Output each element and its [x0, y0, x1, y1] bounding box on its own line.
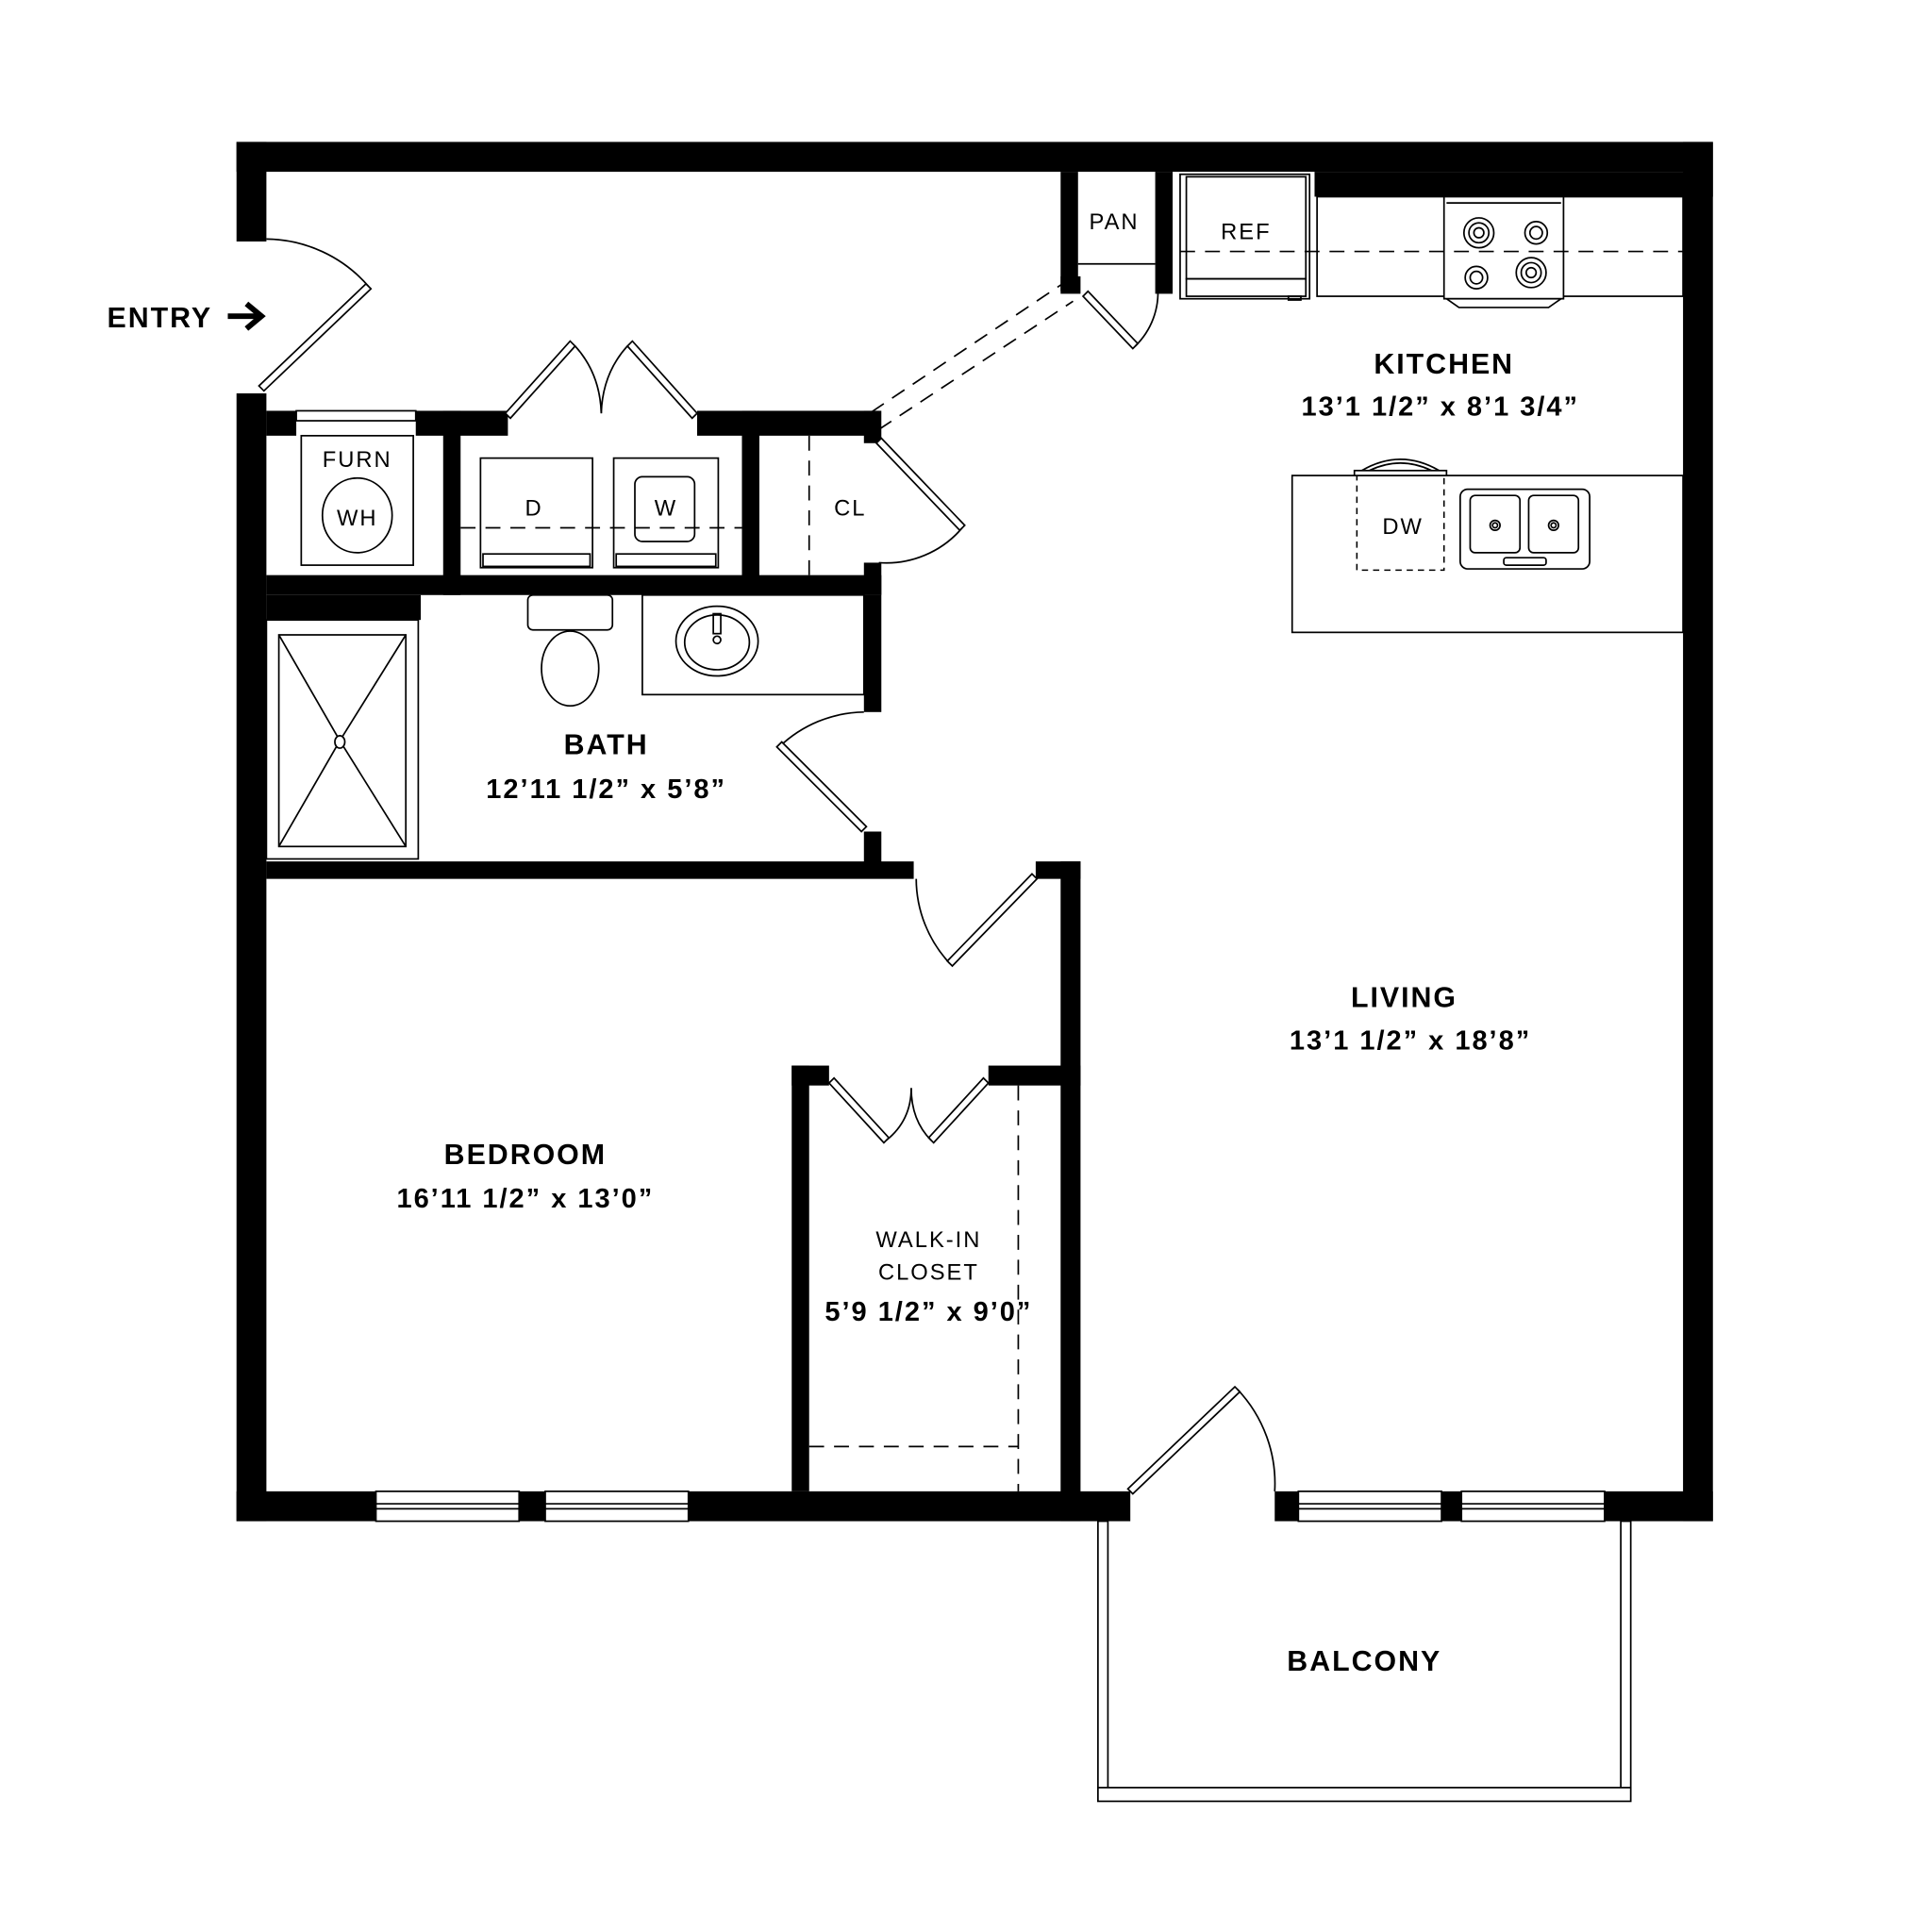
entry-label: ENTRY: [107, 303, 212, 334]
closet-door: [874, 437, 966, 564]
bedroom-name: BEDROOM: [444, 1140, 607, 1171]
refrigerator-label: REF: [1221, 219, 1271, 244]
window-bedroom-2: [544, 1491, 690, 1523]
bedroom-dims: 16’11 1/2” x 13’0”: [396, 1184, 654, 1214]
entry-arrow-icon: [227, 301, 266, 331]
kitchen-fixtures: [1179, 173, 1684, 634]
closet-label: CL: [834, 495, 866, 521]
utility-fixtures: [300, 434, 810, 575]
kitchen-sink: [1459, 488, 1591, 570]
toilet: [526, 593, 614, 708]
water-heater: [321, 476, 393, 554]
balcony-name: BALCONY: [1287, 1646, 1441, 1677]
washer: [612, 457, 720, 569]
walkin-name-line1: WALK-IN: [875, 1227, 981, 1253]
walkin-name-line2: CLOSET: [878, 1260, 979, 1286]
bath-fixtures: [265, 593, 865, 860]
furnace: [300, 434, 414, 566]
laundry-bifold-door: [504, 340, 699, 420]
window-bedroom-1: [375, 1491, 521, 1523]
bedroom-door: [915, 873, 1039, 968]
pantry-label: PAN: [1090, 209, 1140, 235]
shower: [265, 619, 420, 860]
entry-marker: ENTRY: [107, 301, 266, 334]
window-living-2: [1460, 1491, 1606, 1523]
pantry-door: [1081, 286, 1159, 350]
water-heater-label: WH: [337, 506, 378, 531]
refrigerator: [1179, 173, 1311, 301]
bath-dims: 12’11 1/2” x 5’8”: [486, 774, 726, 805]
furnace-label: FURN: [323, 447, 392, 473]
dryer-label: D: [525, 495, 543, 521]
balcony-door: [1126, 1385, 1276, 1495]
bath-name: BATH: [564, 730, 649, 761]
stove: [1442, 195, 1565, 308]
living-name: LIVING: [1351, 983, 1457, 1014]
bath-door: [775, 710, 868, 833]
dishwasher: [1353, 458, 1448, 572]
vanity-sink: [641, 593, 865, 696]
doors: [258, 238, 1276, 1495]
balcony-railing: [1097, 1520, 1632, 1803]
dishwasher-label: DW: [1382, 514, 1424, 540]
walkin-bifold-door: [827, 1076, 990, 1144]
walkin-shelves: [808, 1085, 1020, 1491]
living-dims: 13’1 1/2” x 18’8”: [1290, 1025, 1531, 1056]
dryer: [479, 457, 593, 569]
walkin-dims: 5’9 1/2” x 9’0”: [824, 1297, 1032, 1327]
kitchen-name: KITCHEN: [1374, 349, 1514, 380]
washer-label: W: [655, 495, 677, 521]
windows: [295, 409, 1606, 1523]
entry-door: [258, 238, 373, 392]
walls: [236, 142, 1713, 1522]
window-living-1: [1297, 1491, 1442, 1523]
kitchen-dims: 13’1 1/2” x 8’1 3/4”: [1302, 392, 1579, 423]
window-furnace-closet: [295, 409, 417, 422]
hall-opening: [871, 281, 1074, 430]
